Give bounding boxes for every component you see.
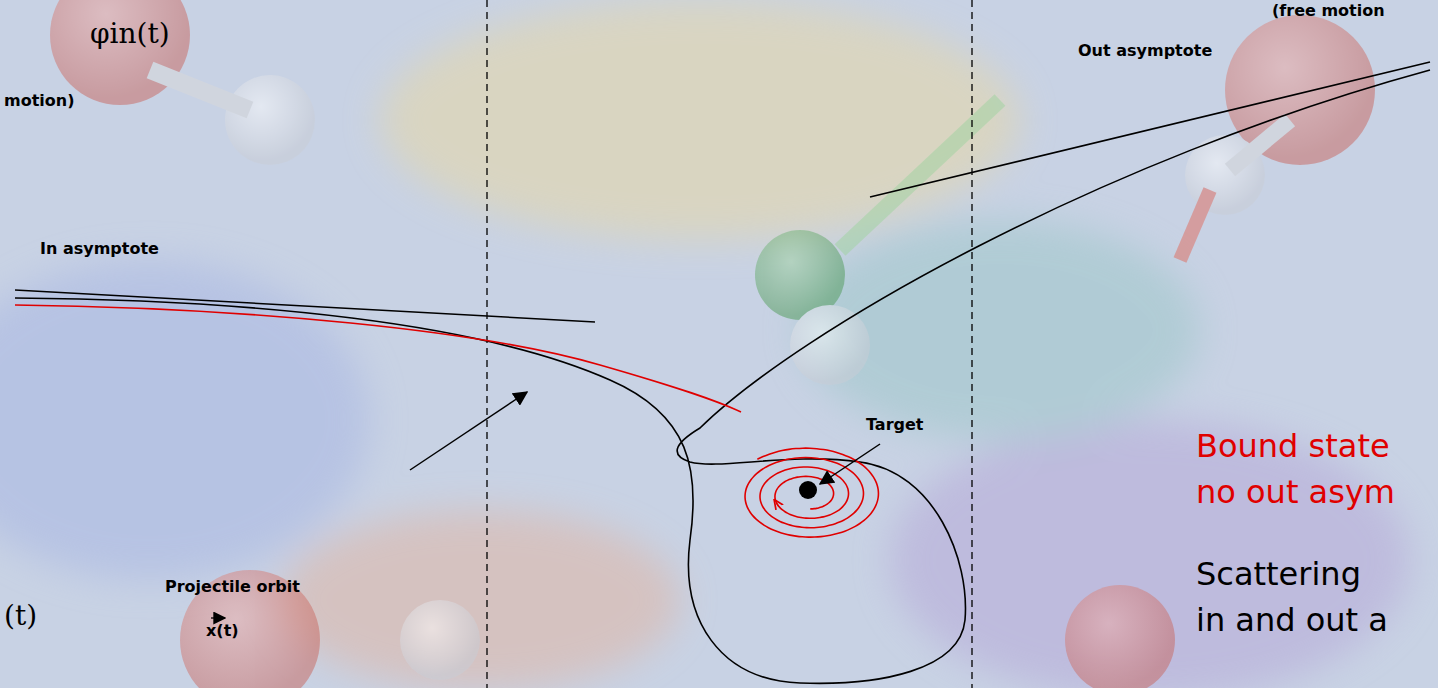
target-dot: [799, 481, 817, 499]
out-asymptote-line: [870, 62, 1430, 197]
position-vector: x(t): [206, 622, 239, 640]
wave-symbol: φin(t): [90, 18, 170, 50]
scattering-note: Scattering: [1196, 556, 1361, 593]
vector-arrow: [211, 617, 225, 618]
in-asymptote-line: [15, 290, 595, 322]
region-note: (free motion: [1272, 2, 1385, 20]
target-pointer: [820, 444, 880, 484]
orbit-direction-arrow: [777, 503, 780, 507]
bound-orbit-spiral: [745, 448, 878, 537]
region-boundary: [486, 0, 487, 688]
target-label: Target: [866, 416, 924, 434]
bound-orbit-lead: [15, 305, 741, 412]
orbit-label: Projectile orbit: [165, 578, 300, 596]
region-note: motion): [4, 92, 75, 110]
bound-state-note: Bound state: [1196, 428, 1390, 465]
asymptote-label: Out asymptote: [1078, 42, 1212, 60]
region-boundary: [971, 0, 972, 688]
scattering-note: in and out a: [1196, 602, 1388, 639]
orbit-pointer: [410, 392, 527, 470]
bound-orbit-spiral-path: [745, 448, 878, 537]
asymptote-label: In asymptote: [40, 240, 159, 258]
wave-symbol: (t): [4, 600, 37, 632]
molecule-atoms: [50, 0, 1375, 688]
scattering-orbit: [15, 70, 1430, 683]
bound-state-note: no out asym: [1196, 474, 1395, 511]
